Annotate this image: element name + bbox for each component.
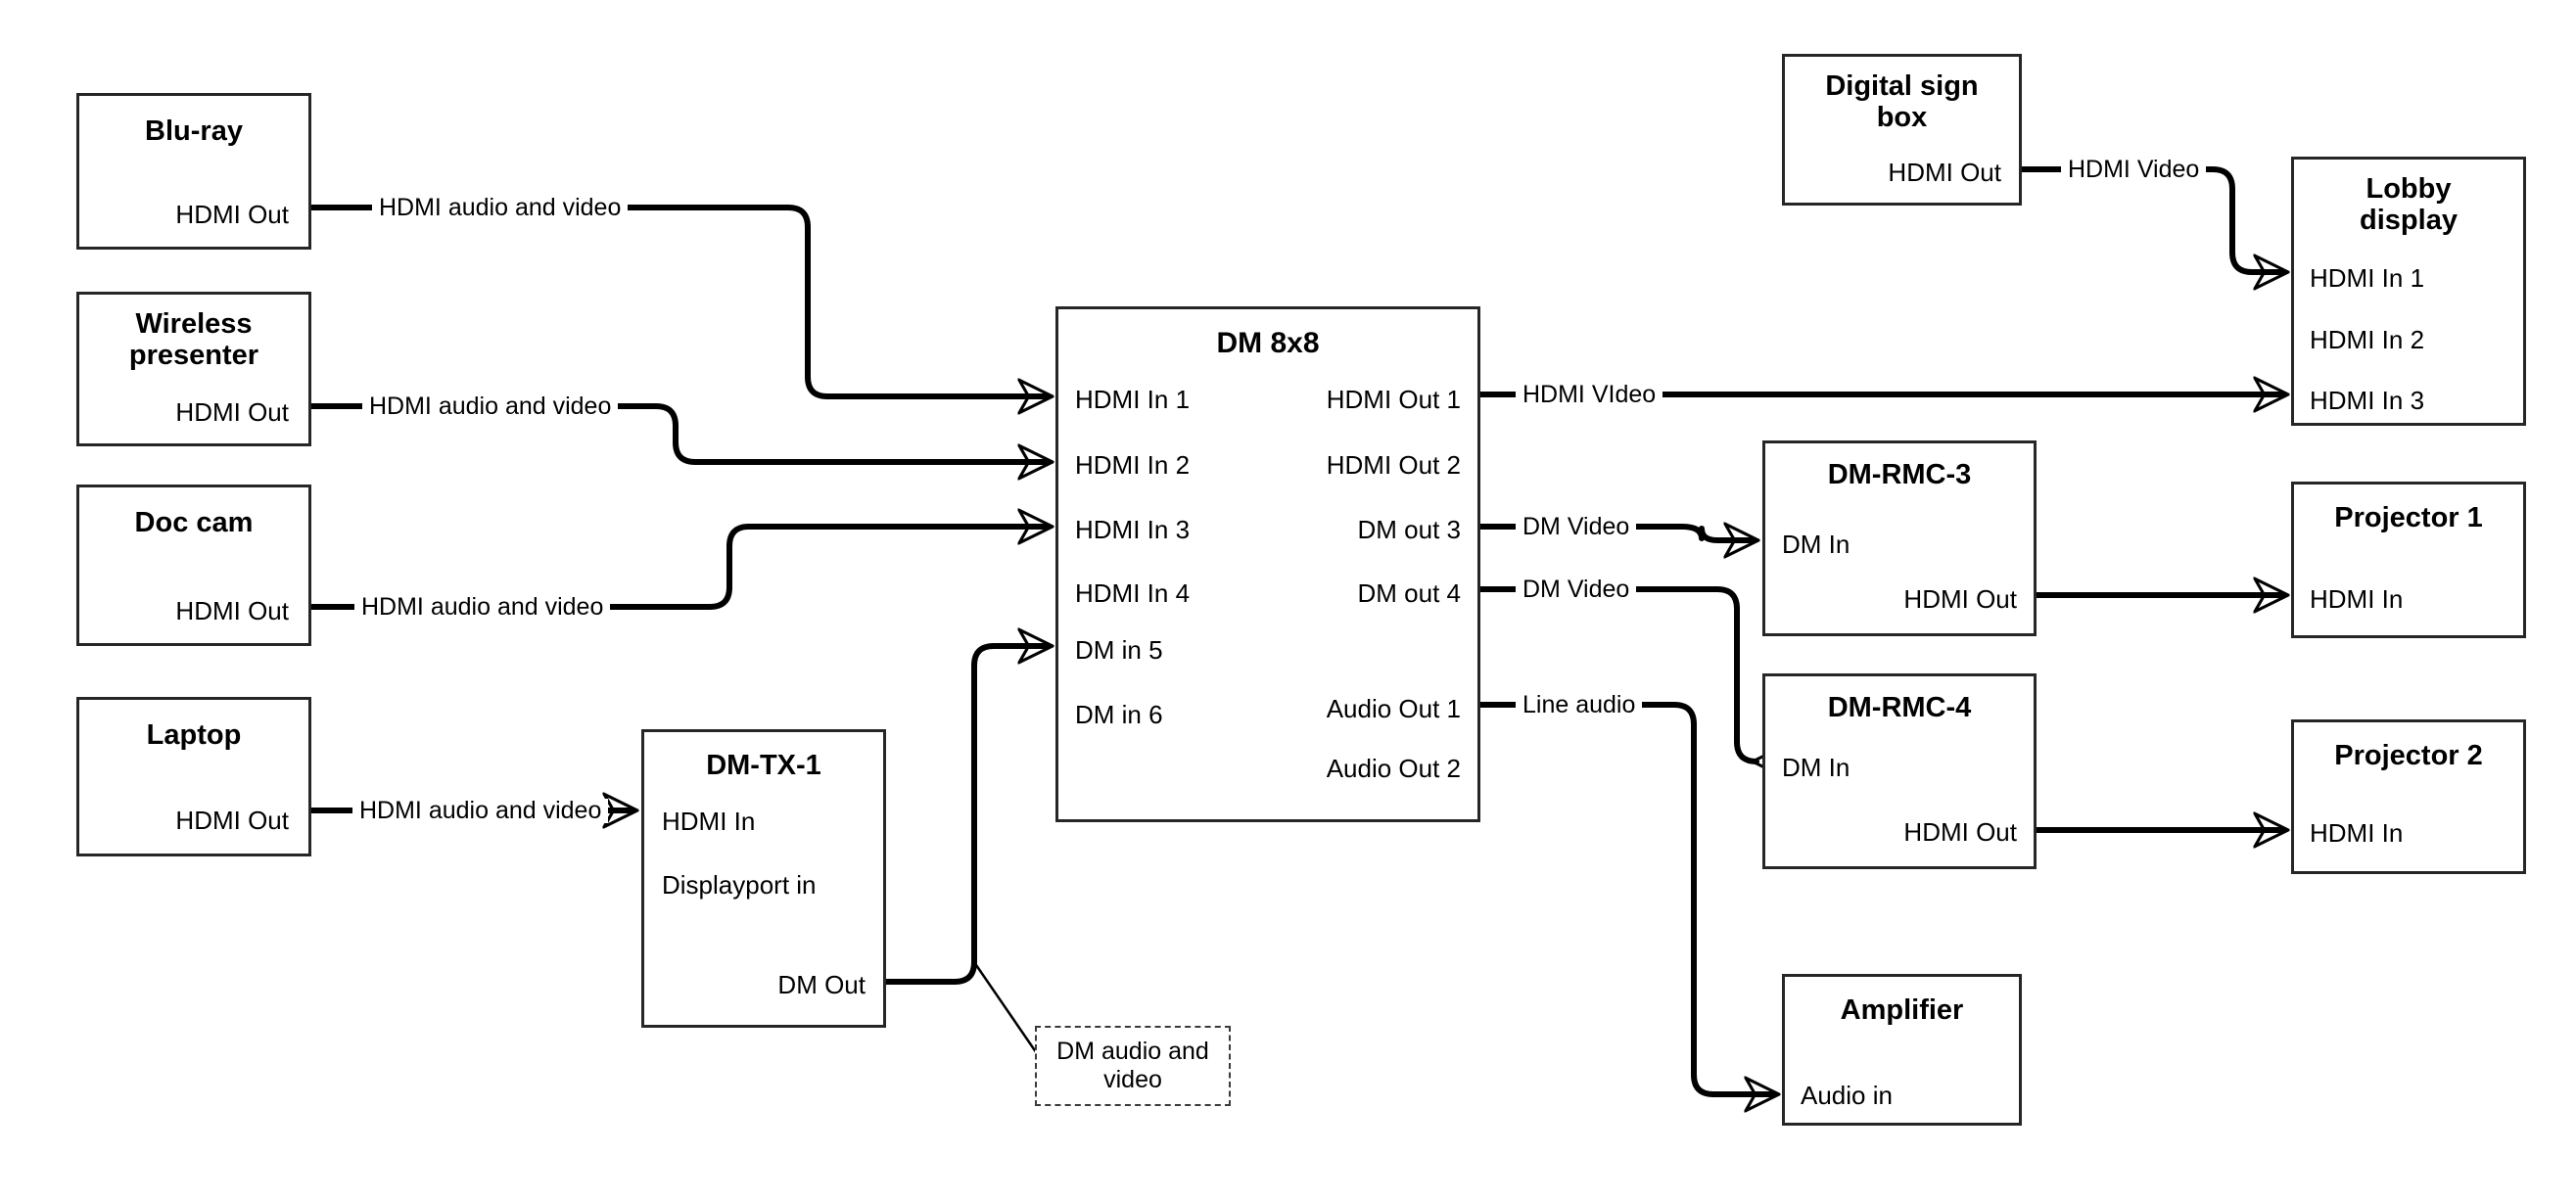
node-dm-rmc-4-title: DM-RMC-4: [1827, 692, 1972, 723]
wire-dm8x8-to-amp: [1480, 702, 1776, 1094]
port-dm8x8-hdmi-out-1[interactable]: HDMI Out 1: [1326, 385, 1461, 414]
edge-label-laptop-to-dmtx1: HDMI audio and video: [352, 799, 609, 823]
port-dm8x8-dm-out-3[interactable]: DM out 3: [1357, 515, 1462, 544]
node-laptop-title: Laptop: [146, 719, 242, 751]
port-rmc4-dm-in[interactable]: DM In: [1782, 753, 1850, 782]
edge-label-dm8x8-to-rmc3: DM Video: [1516, 515, 1637, 539]
node-amplifier-title: Amplifier: [1840, 994, 1964, 1026]
port-bluray-hdmi-out[interactable]: HDMI Out: [175, 200, 289, 229]
port-digitalsign-hdmi-out[interactable]: HDMI Out: [1888, 158, 2001, 187]
port-proj2-hdmi-in[interactable]: HDMI In: [2310, 818, 2404, 848]
port-rmc4-hdmi-out[interactable]: HDMI Out: [1903, 817, 2017, 847]
port-laptop-hdmi-out[interactable]: HDMI Out: [175, 806, 289, 835]
wire-dmtx1-to-dm8x8: [886, 646, 1050, 985]
node-projector-1-title: Projector 1: [2334, 502, 2483, 533]
port-dm8x8-hdmi-in-1[interactable]: HDMI In 1: [1075, 385, 1191, 414]
port-amp-audio-in[interactable]: Audio in: [1801, 1081, 1893, 1110]
port-dmtx1-dm-out[interactable]: DM Out: [777, 970, 866, 999]
wire-bluray-to-dm8x8: [311, 205, 1050, 396]
port-dm8x8-hdmi-out-2[interactable]: HDMI Out 2: [1326, 450, 1461, 480]
port-proj1-hdmi-in[interactable]: HDMI In: [2310, 584, 2404, 614]
node-digital-sign-box[interactable]: Digital sign box HDMI Out: [1782, 54, 2022, 206]
edge-label-dm8x8-to-rmc4: DM Video: [1516, 577, 1637, 602]
port-dm8x8-audio-out-2[interactable]: Audio Out 2: [1326, 754, 1461, 783]
node-lobby-display-title: Lobby display: [2360, 173, 2458, 237]
port-dm8x8-audio-out-1[interactable]: Audio Out 1: [1326, 694, 1461, 723]
port-rmc3-hdmi-out[interactable]: HDMI Out: [1903, 584, 2017, 614]
node-projector-2[interactable]: Projector 2 HDMI In: [2291, 719, 2526, 874]
port-wireless-hdmi-out[interactable]: HDMI Out: [175, 397, 289, 427]
node-dm-rmc-3-title: DM-RMC-3: [1827, 459, 1972, 490]
node-projector-1[interactable]: Projector 1 HDMI In: [2291, 482, 2526, 638]
wire-dm8x8-to-rmc3: [1480, 527, 1756, 540]
port-dmtx1-hdmi-in[interactable]: HDMI In: [662, 807, 756, 836]
callout-leader-line: [972, 961, 1045, 1063]
wire-dm8x8-to-rmc4: [1480, 586, 1756, 762]
node-doc-cam-title: Doc cam: [134, 507, 254, 538]
port-rmc3-dm-in[interactable]: DM In: [1782, 530, 1850, 559]
port-dm8x8-dm-in-6[interactable]: DM in 6: [1075, 700, 1163, 729]
port-dm8x8-hdmi-in-2[interactable]: HDMI In 2: [1075, 450, 1191, 480]
node-wireless-presenter[interactable]: Wireless presenter HDMI Out: [76, 292, 311, 446]
node-bluray-title: Blu-ray: [145, 115, 243, 147]
port-dm8x8-dm-out-4[interactable]: DM out 4: [1357, 578, 1462, 608]
node-dm-tx-1[interactable]: DM-TX-1 HDMI In Displayport in DM Out: [641, 729, 886, 1028]
wire-doccam-to-dm8x8: [311, 527, 1050, 610]
callout-dm-audio-and-video: DM audio and video: [1035, 1026, 1231, 1106]
port-dm8x8-hdmi-in-3[interactable]: HDMI In 3: [1075, 515, 1191, 544]
edge-label-digitalsign-to-lobby: HDMI Video: [2061, 158, 2207, 182]
port-lobby-hdmi-in-1[interactable]: HDMI In 1: [2310, 263, 2425, 293]
port-lobby-hdmi-in-2[interactable]: HDMI In 2: [2310, 325, 2425, 354]
port-dmtx1-displayport-in[interactable]: Displayport in: [662, 870, 817, 900]
node-dm-rmc-4[interactable]: DM-RMC-4 DM In HDMI Out: [1762, 673, 2037, 869]
edge-label-wireless-to-dm8x8: HDMI audio and video: [362, 394, 619, 419]
node-projector-2-title: Projector 2: [2334, 740, 2483, 771]
node-doc-cam[interactable]: Doc cam HDMI Out: [76, 485, 311, 646]
node-lobby-display[interactable]: Lobby display HDMI In 1 HDMI In 2 HDMI I…: [2291, 157, 2526, 426]
port-lobby-hdmi-in-3[interactable]: HDMI In 3: [2310, 386, 2425, 415]
wire-wireless-to-dm8x8: [311, 403, 1050, 462]
node-dm-rmc-3[interactable]: DM-RMC-3 DM In HDMI Out: [1762, 440, 2037, 636]
node-laptop[interactable]: Laptop HDMI Out: [76, 697, 311, 856]
node-bluray[interactable]: Blu-ray HDMI Out: [76, 93, 311, 250]
node-wireless-presenter-title: Wireless presenter: [128, 308, 259, 372]
port-dm8x8-hdmi-in-4[interactable]: HDMI In 4: [1075, 578, 1191, 608]
edge-label-dm8x8-to-amp: Line audio: [1516, 693, 1643, 717]
node-dm-8x8-title: DM 8x8: [1216, 327, 1320, 359]
wire-digitalsign-to-lobby: [2022, 166, 2285, 272]
node-digital-sign-box-title: Digital sign box: [1825, 70, 1979, 134]
edge-label-doccam-to-dm8x8: HDMI audio and video: [354, 595, 611, 620]
node-amplifier[interactable]: Amplifier Audio in: [1782, 974, 2022, 1126]
edge-label-bluray-to-dm8x8: HDMI audio and video: [372, 196, 629, 220]
port-dm8x8-dm-in-5[interactable]: DM in 5: [1075, 635, 1163, 665]
node-dm-tx-1-title: DM-TX-1: [706, 750, 821, 781]
port-doccam-hdmi-out[interactable]: HDMI Out: [175, 596, 289, 625]
edge-label-dm8x8-to-lobby: HDMI VIdeo: [1516, 383, 1663, 407]
node-dm-8x8[interactable]: DM 8x8 HDMI In 1 HDMI In 2 HDMI In 3 HDM…: [1055, 306, 1480, 822]
